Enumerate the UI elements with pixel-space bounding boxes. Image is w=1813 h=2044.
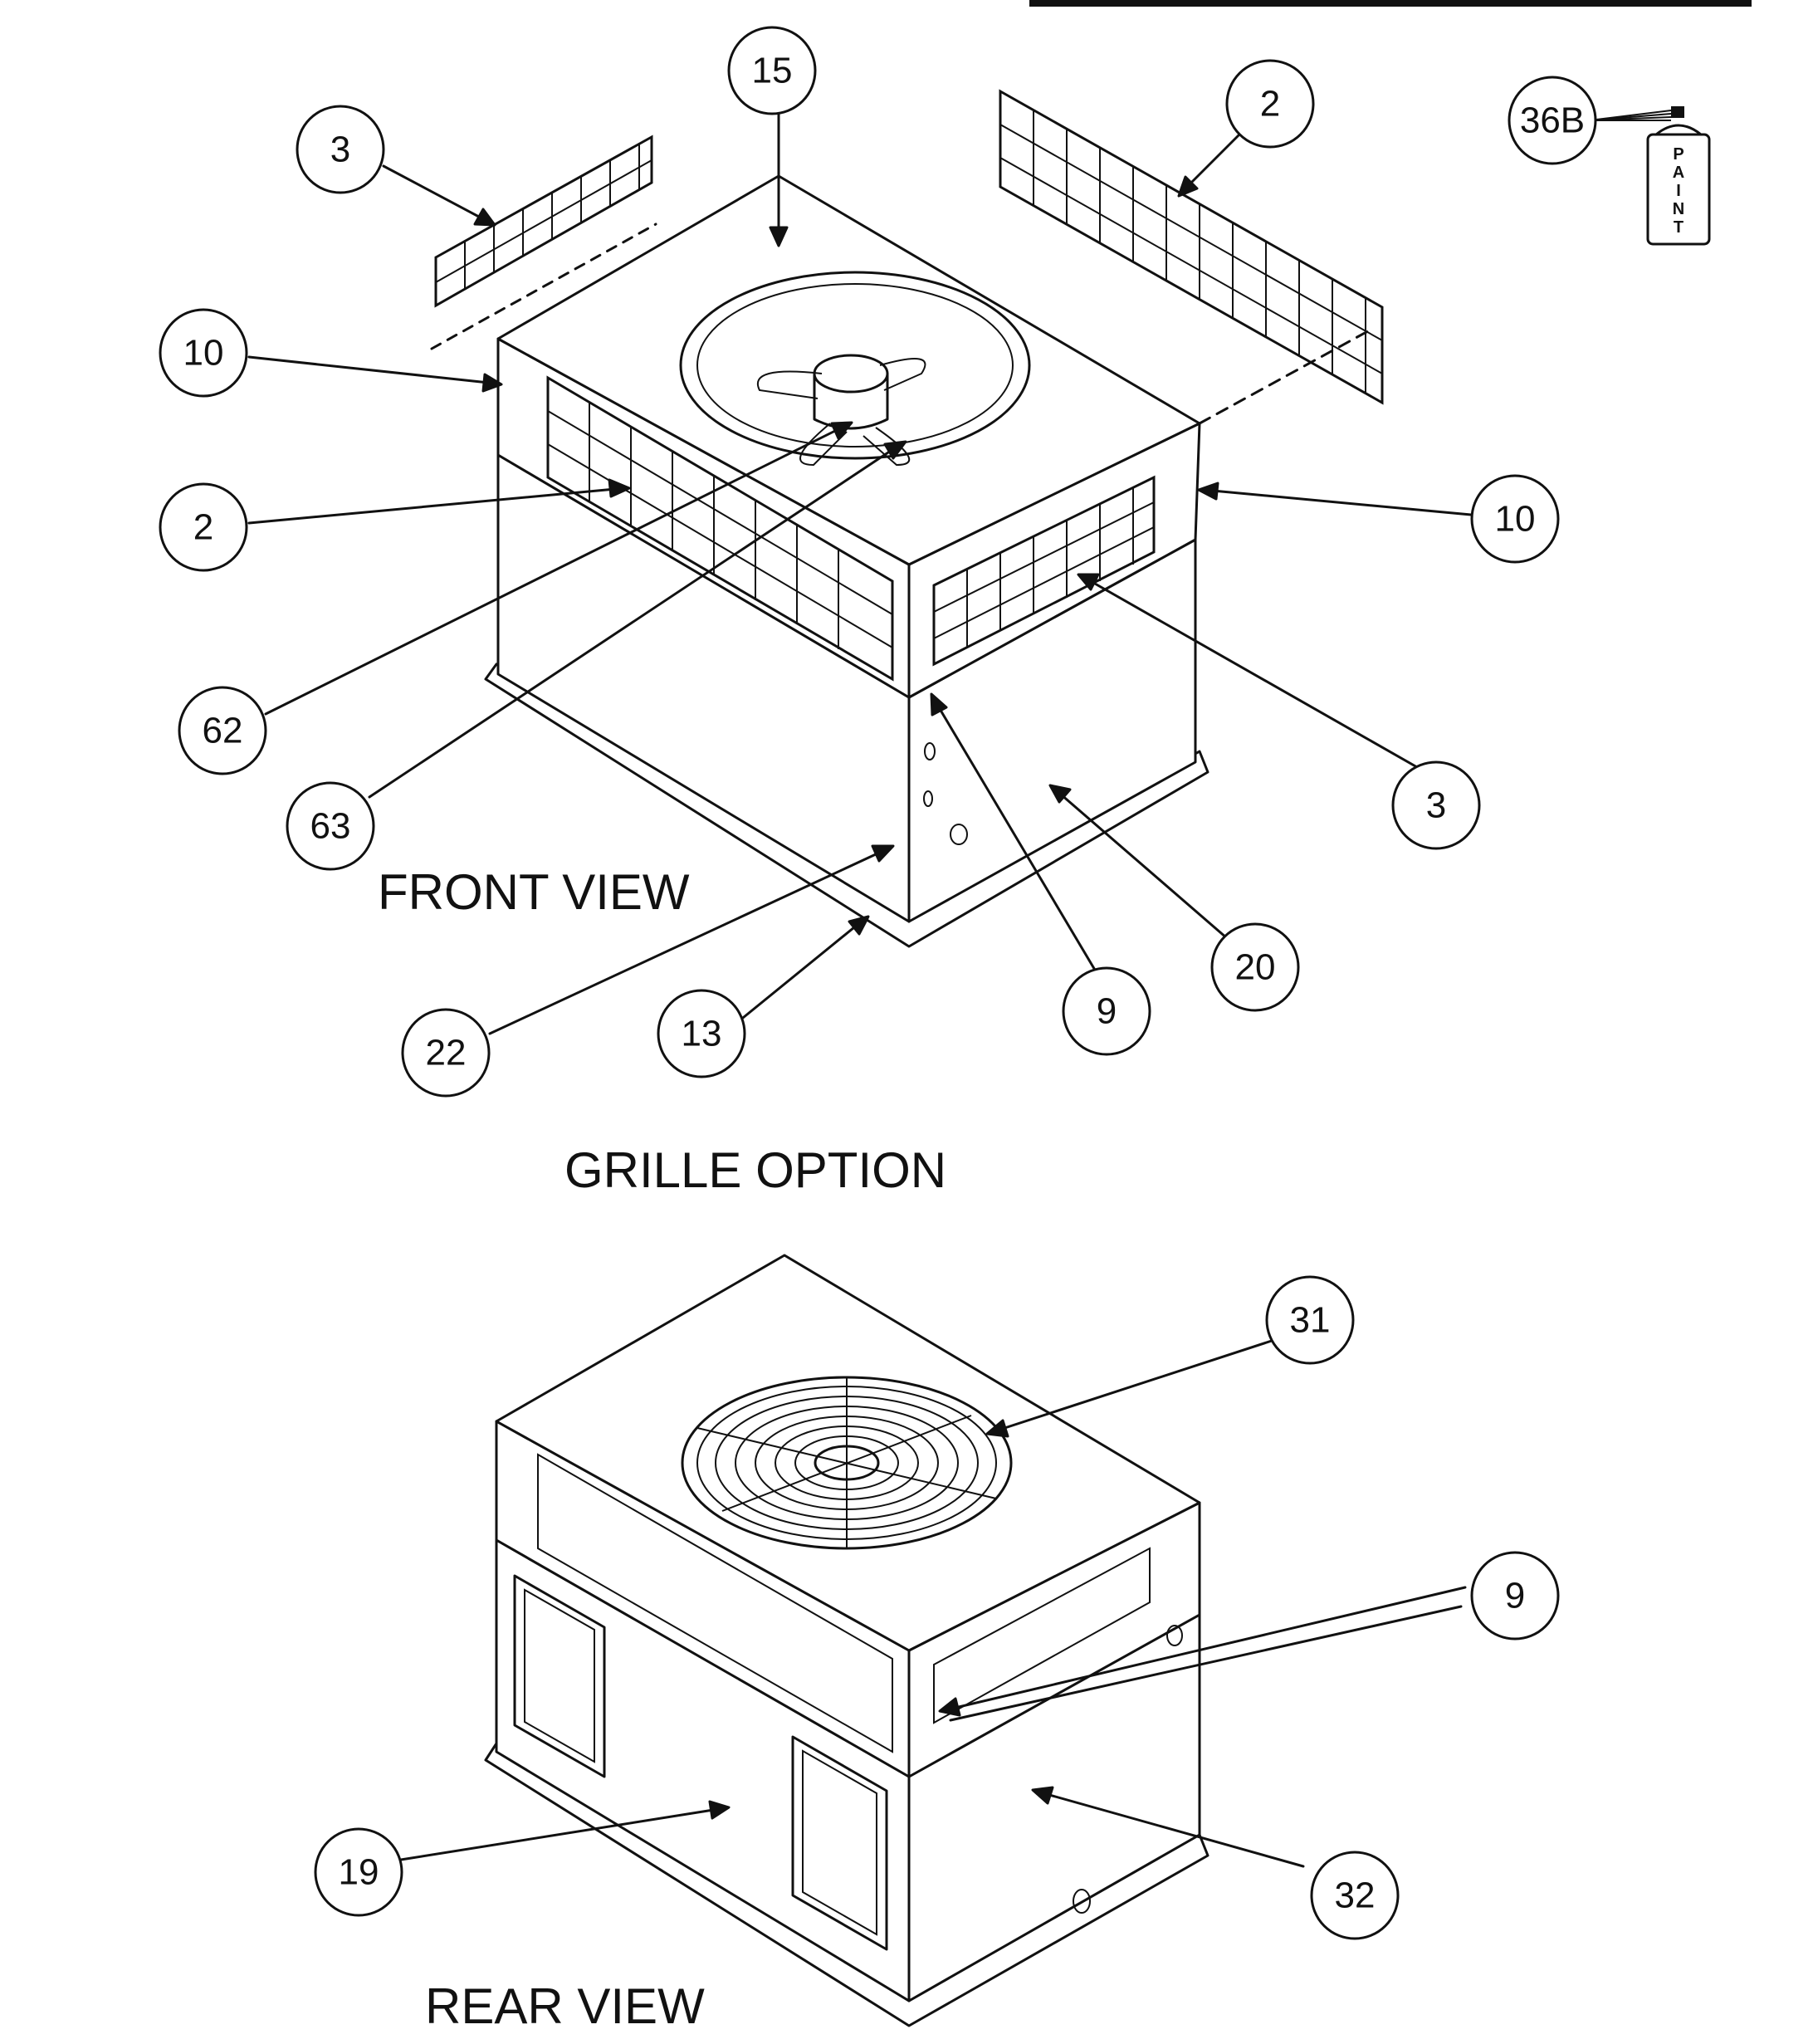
callout-front-20: 20 [1210,922,1300,1012]
front-fan-blades [757,358,926,467]
callout-front-15: 15 [727,26,817,115]
svg-text:36B: 36B [1520,100,1585,141]
rear-view-unit [484,1254,1209,2027]
svg-text:3: 3 [330,130,350,170]
svg-text:9: 9 [1097,991,1117,1032]
paint-can: P A I N T [1589,106,1711,246]
callout-front-63: 63 [286,781,375,871]
svg-text:20: 20 [1235,947,1276,988]
svg-text:62: 62 [203,711,243,751]
svg-text:15: 15 [752,51,793,91]
svg-text:63: 63 [310,806,351,847]
front-fan-shroud [679,271,1031,460]
detached-grille-3 [430,134,657,350]
paint-letter-t: T [1674,218,1684,237]
paint-letter-i: I [1676,182,1681,200]
svg-text:9: 9 [1505,1576,1525,1616]
caption-front-view: FRONT VIEW [378,864,690,920]
callout-front-3-right: 3 [1391,760,1481,850]
svg-text:19: 19 [339,1852,379,1893]
callout-rear-19: 19 [314,1827,403,1917]
paint-letter-a: A [1673,164,1684,182]
callout-front-3-top: 3 [296,105,385,194]
front-right-grille-lines [932,475,1156,667]
front-fan-shroud-inner [696,283,1014,447]
paint-letter-p: P [1673,145,1684,164]
detached-grille-2 [999,89,1384,425]
callout-front-2-left: 2 [159,482,248,572]
front-left-grille-lines [546,375,894,682]
callout-front-10-left: 10 [159,308,248,398]
front-base-rail [484,663,1209,948]
callout-front-62: 62 [178,686,267,775]
svg-text:31: 31 [1290,1300,1331,1341]
front-service-hole-2 [923,790,933,807]
caption-rear-view: REAR VIEW [425,1978,705,2034]
callout-rear-32: 32 [1310,1851,1400,1940]
callout-front-9: 9 [1062,966,1151,1056]
header-rule [1029,0,1752,7]
svg-text:32: 32 [1335,1875,1376,1916]
leader-lines [247,110,1473,1868]
svg-text:10: 10 [1495,499,1536,540]
svg-text:22: 22 [426,1033,467,1073]
callout-front-22: 22 [401,1008,491,1098]
front-service-hole-1 [924,742,936,760]
front-service-valve [950,824,968,845]
svg-text:3: 3 [1426,785,1446,826]
svg-text:2: 2 [1260,84,1280,125]
rear-right-louver [933,1547,1151,1724]
callout-paint-36b: 36B [1508,76,1597,165]
callout-rear-31: 31 [1265,1275,1355,1365]
rear-left-louver [537,1453,893,1753]
svg-text:2: 2 [193,507,213,548]
rear-knockout-left [513,1574,606,1778]
callout-rear-9: 9 [1470,1551,1560,1641]
svg-text:13: 13 [682,1014,722,1054]
paint-letter-n: N [1673,200,1684,218]
callout-front-10-right: 10 [1470,474,1560,564]
svg-text:10: 10 [183,333,224,374]
callout-front-13: 13 [657,989,746,1078]
callout-front-2-top: 2 [1225,59,1315,149]
caption-grille-option: GRILLE OPTION [564,1142,946,1198]
front-view-unit [484,174,1209,948]
front-fan-motor [813,372,889,430]
front-fan-motor-top [813,354,889,394]
rear-knockout-right [791,1735,888,1951]
